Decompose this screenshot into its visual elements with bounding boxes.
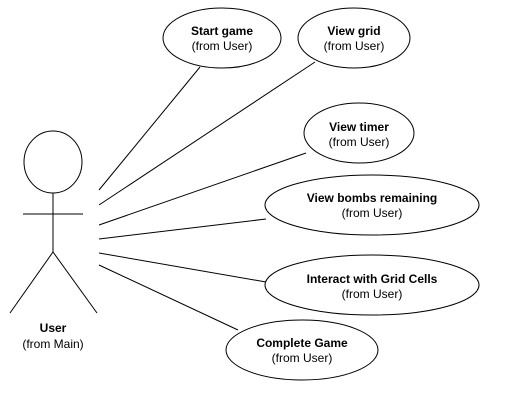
association-start-game bbox=[98, 66, 201, 191]
use-case-ellipse bbox=[297, 7, 411, 69]
use-case-ellipse bbox=[264, 254, 480, 316]
use-case-origin: (from User) bbox=[342, 206, 403, 220]
use-case-view-timer[interactable]: View timer (from User) bbox=[303, 102, 415, 164]
actor-left-leg bbox=[9, 251, 54, 314]
use-case-origin: (from User) bbox=[329, 135, 390, 149]
use-case-origin: (from User) bbox=[192, 39, 253, 53]
use-case-origin: (from User) bbox=[272, 351, 333, 365]
actor-user[interactable] bbox=[9, 130, 98, 314]
use-case-view-grid[interactable]: View grid (from User) bbox=[297, 7, 411, 69]
use-case-ellipse bbox=[225, 319, 379, 381]
use-case-complete-game[interactable]: Complete Game (from User) bbox=[225, 319, 379, 381]
association-view-grid bbox=[98, 61, 316, 206]
association-interact-grid-cells bbox=[98, 252, 267, 283]
use-case-ellipse bbox=[303, 102, 415, 164]
use-case-interact-grid-cells[interactable]: Interact with Grid Cells (from User) bbox=[264, 254, 480, 316]
use-case-name: View bombs remaining bbox=[307, 191, 437, 205]
use-case-origin: (from User) bbox=[342, 287, 403, 301]
use-case-origin: (from User) bbox=[324, 39, 385, 53]
actor-right-leg bbox=[52, 251, 98, 314]
use-case-view-bombs-remaining[interactable]: View bombs remaining (from User) bbox=[264, 174, 480, 236]
association-complete-game bbox=[98, 264, 239, 331]
use-case-name: View timer bbox=[329, 120, 389, 134]
actor-head bbox=[23, 130, 83, 194]
use-case-name: View grid bbox=[327, 24, 380, 38]
associations bbox=[98, 61, 316, 331]
use-case-start-game[interactable]: Start game (from User) bbox=[162, 7, 282, 69]
use-case-name: Start game bbox=[191, 24, 253, 38]
actor-name: User bbox=[40, 321, 67, 335]
use-case-name: Interact with Grid Cells bbox=[307, 272, 438, 286]
use-case-name: Complete Game bbox=[256, 336, 348, 350]
use-case-ellipse bbox=[162, 7, 282, 69]
use-case-ellipse bbox=[264, 174, 480, 236]
association-view-timer bbox=[98, 152, 307, 226]
actor-origin: (from Main) bbox=[22, 337, 83, 351]
association-view-bombs-remaining bbox=[98, 218, 267, 240]
